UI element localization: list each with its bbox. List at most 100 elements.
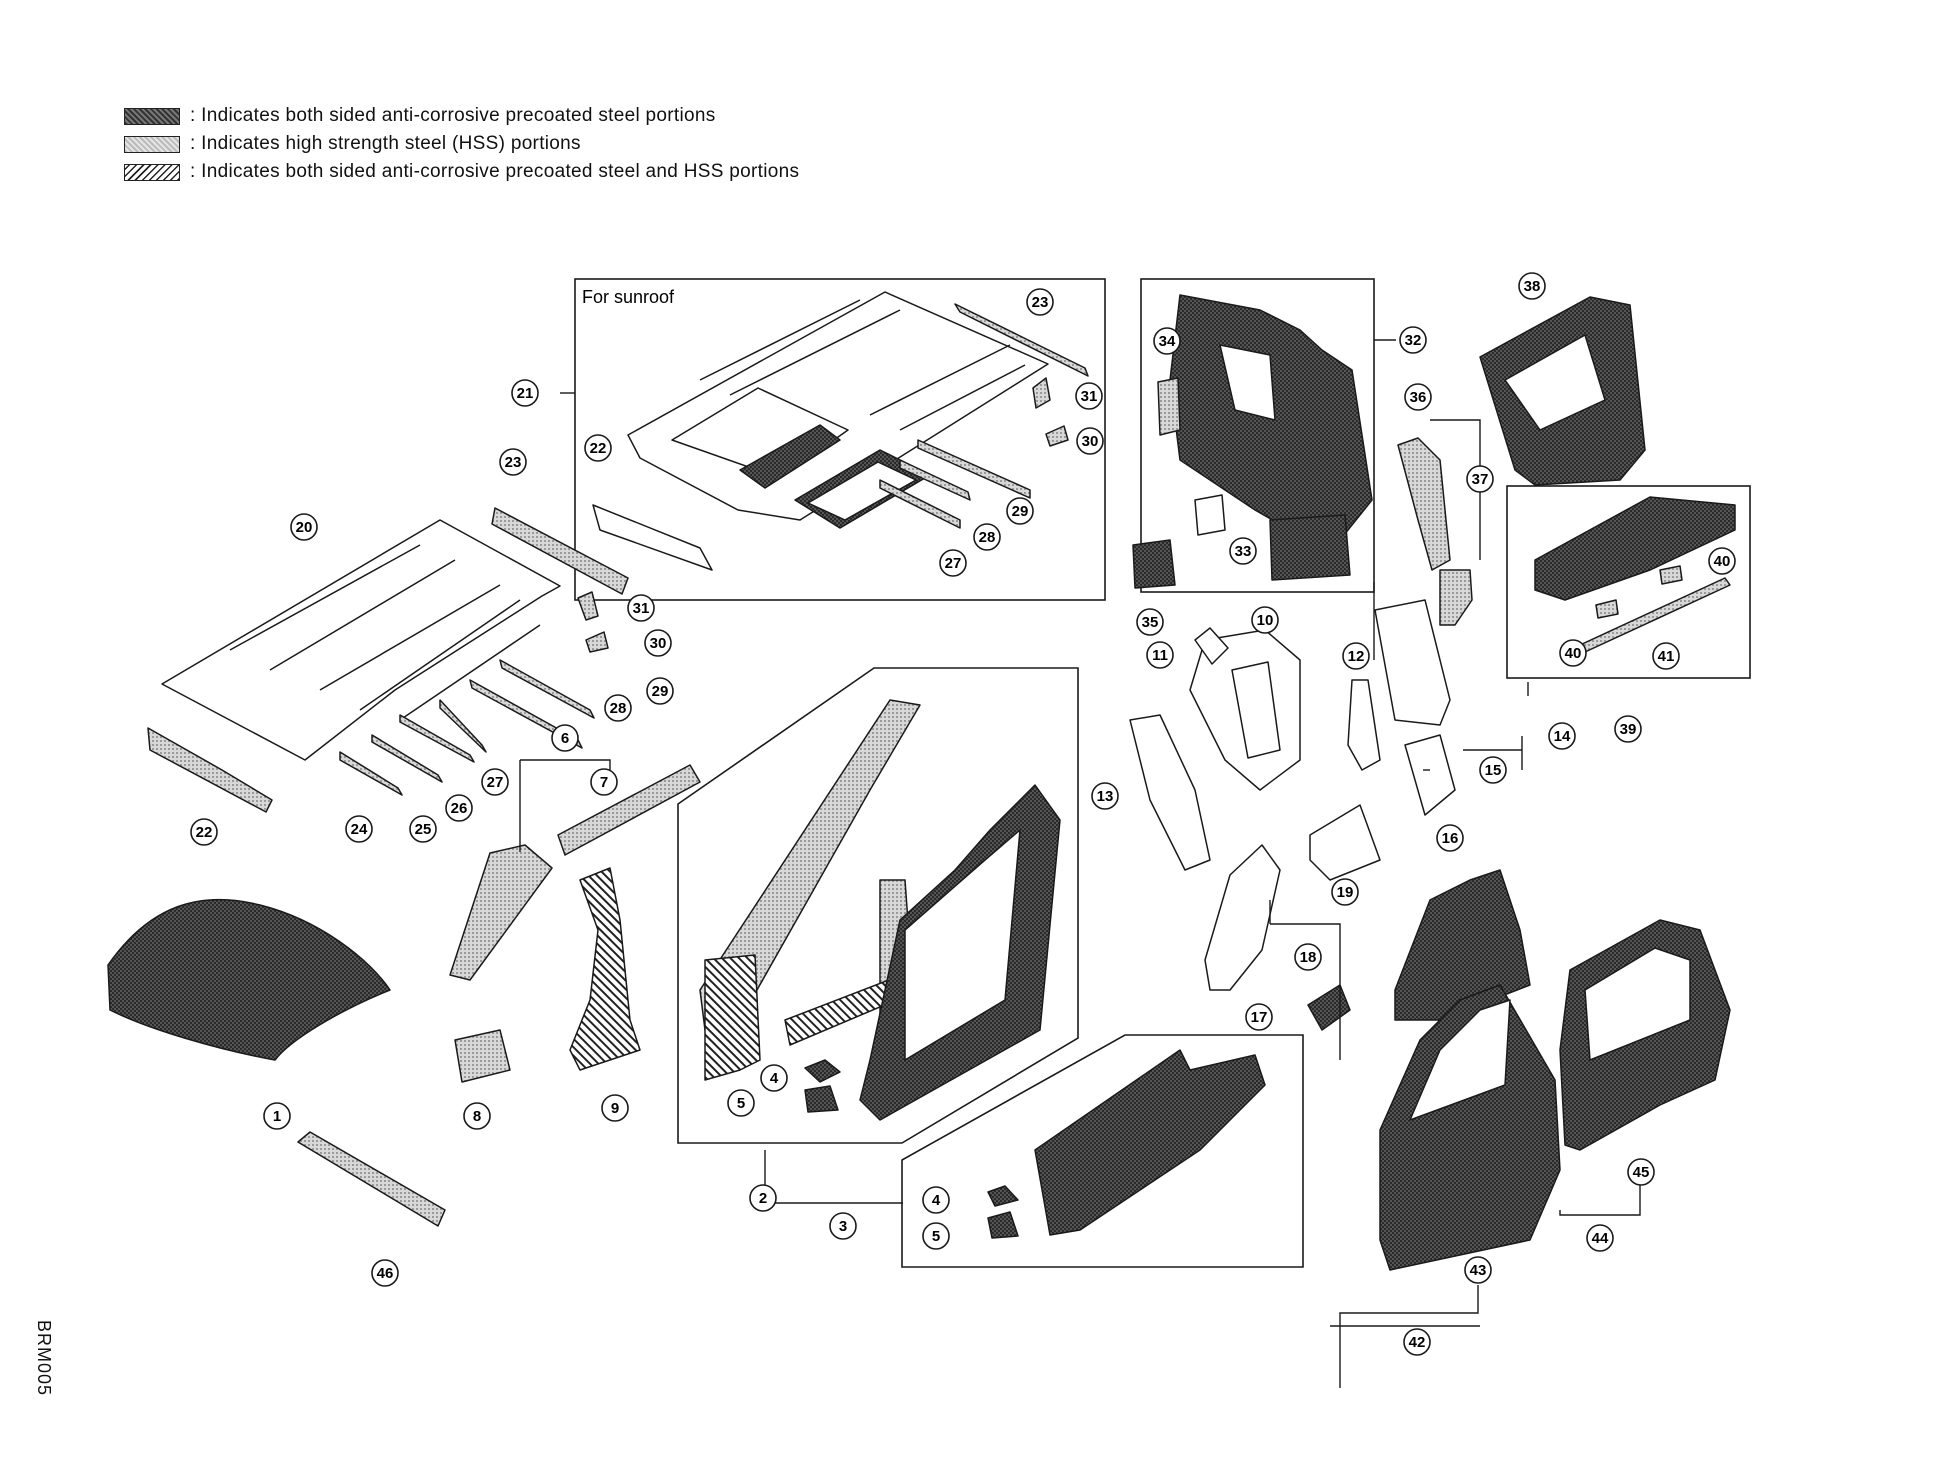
callout-41: 41 (1652, 642, 1680, 670)
callout-31b: 31 (1075, 382, 1103, 410)
callout-27a-label: 27 (487, 774, 504, 791)
callout-33-label: 33 (1235, 543, 1252, 560)
callout-22a-label: 22 (196, 824, 213, 841)
callout-36: 36 (1404, 383, 1432, 411)
part-5 (804, 1085, 839, 1113)
callout-16-label: 16 (1442, 830, 1459, 847)
part-19 (1309, 804, 1381, 881)
callout-40b-label: 40 (1565, 645, 1582, 662)
back-door-glass (1504, 334, 1606, 431)
part-33 (1269, 514, 1351, 581)
callout-28b: 28 (973, 523, 1001, 551)
callout-35: 35 (1136, 608, 1164, 636)
callout-46-label: 46 (377, 1265, 394, 1282)
callout-2-label: 2 (759, 1190, 767, 1207)
callout-10-label: 10 (1257, 612, 1274, 629)
part-26 (399, 714, 475, 763)
callout-29b-label: 29 (1012, 503, 1029, 520)
callout-2: 2 (749, 1184, 777, 1212)
part-4 (804, 1059, 841, 1083)
parts (107, 291, 1736, 1271)
callout-27a: 27 (481, 768, 509, 796)
callout-22b-label: 22 (590, 440, 607, 457)
callout-29a-label: 29 (652, 683, 669, 700)
callout-11-label: 11 (1152, 647, 1168, 664)
callout-38: 38 (1518, 272, 1546, 300)
part-12 (1347, 679, 1381, 771)
callout-17-label: 17 (1251, 1009, 1268, 1026)
callout-29a: 29 (646, 677, 674, 705)
callout-1: 1 (263, 1102, 291, 1130)
callout-28a-label: 28 (610, 700, 627, 717)
callout-3-label: 3 (839, 1218, 847, 1235)
callout-27b-label: 27 (945, 555, 962, 572)
door-opening (904, 829, 1021, 1061)
callout-19: 19 (1331, 878, 1359, 906)
callout-26-label: 26 (451, 800, 468, 817)
part-31 (577, 591, 599, 621)
part-11 (1194, 627, 1229, 665)
part-13 (1129, 714, 1211, 871)
rear-panel-window (1219, 344, 1276, 421)
callout-13-label: 13 (1097, 788, 1114, 805)
part-30 (585, 631, 609, 653)
callout-6: 6 (551, 724, 579, 752)
callout-33: 33 (1229, 537, 1257, 565)
callout-11: 11 (1146, 641, 1174, 669)
callout-6-label: 6 (561, 730, 569, 747)
legend-text-precoat: : Indicates both sided anti-corrosive pr… (190, 105, 716, 126)
callout-19-label: 19 (1337, 884, 1354, 901)
callout-34-label: 34 (1159, 333, 1176, 350)
inset-frames (574, 278, 1751, 1268)
callout-21-label: 21 (517, 385, 534, 402)
front-pillar-lower (704, 954, 761, 1081)
back-door-inner (1534, 496, 1736, 601)
sunroof-roof-panel (627, 291, 1049, 529)
part-6-pillar (449, 844, 553, 981)
part-35 (1132, 539, 1176, 589)
callout-45: 45 (1627, 1158, 1655, 1186)
legend-row-hss: : Indicates high strength steel (HSS) po… (124, 130, 799, 158)
part-10-opening (1231, 661, 1281, 759)
callout-13: 13 (1091, 782, 1119, 810)
legend-row-precoat: : Indicates both sided anti-corrosive pr… (124, 102, 799, 130)
callout-5b-label: 5 (932, 1228, 940, 1245)
callout-7: 7 (590, 768, 618, 796)
callout-36-label: 36 (1410, 389, 1427, 406)
callout-23a-label: 23 (1032, 294, 1049, 311)
inset-label: For sunroof (582, 287, 675, 307)
front-door-glass (1409, 999, 1511, 1121)
callout-28a: 28 (604, 694, 632, 722)
legend: : Indicates both sided anti-corrosive pr… (124, 102, 799, 186)
callout-20-label: 20 (296, 519, 313, 536)
callout-30b-label: 30 (1082, 433, 1099, 450)
part-22-inset (592, 504, 713, 571)
callout-12: 12 (1342, 642, 1370, 670)
callout-9-label: 9 (611, 1100, 619, 1117)
part-33-inner (1194, 494, 1226, 536)
hood (107, 898, 391, 1061)
callout-12-label: 12 (1348, 648, 1365, 665)
hss-swatch (124, 135, 180, 153)
front-door (1379, 984, 1561, 1271)
callout-39: 39 (1614, 715, 1642, 743)
callout-22a: 22 (190, 818, 218, 846)
callout-30b: 30 (1076, 427, 1104, 455)
callout-23b: 23 (499, 448, 527, 476)
callout-42: 42 (1403, 1328, 1431, 1356)
callout-37: 37 (1466, 465, 1494, 493)
legend-row-both: : Indicates both sided anti-corrosive pr… (124, 158, 799, 186)
callout-44-label: 44 (1592, 1230, 1609, 1247)
part-7 (557, 764, 701, 856)
callout-22b: 22 (584, 434, 612, 462)
callout-45-label: 45 (1633, 1164, 1650, 1181)
callout-23a: 23 (1026, 288, 1054, 316)
sill-inset-frame (901, 1034, 1304, 1268)
callout-28b-label: 28 (979, 529, 996, 546)
callout-42-label: 42 (1409, 1334, 1426, 1351)
callout-38-label: 38 (1524, 278, 1541, 295)
callout-44: 44 (1586, 1224, 1614, 1252)
part-29-inset (917, 439, 1031, 499)
part-37 (1439, 569, 1473, 626)
